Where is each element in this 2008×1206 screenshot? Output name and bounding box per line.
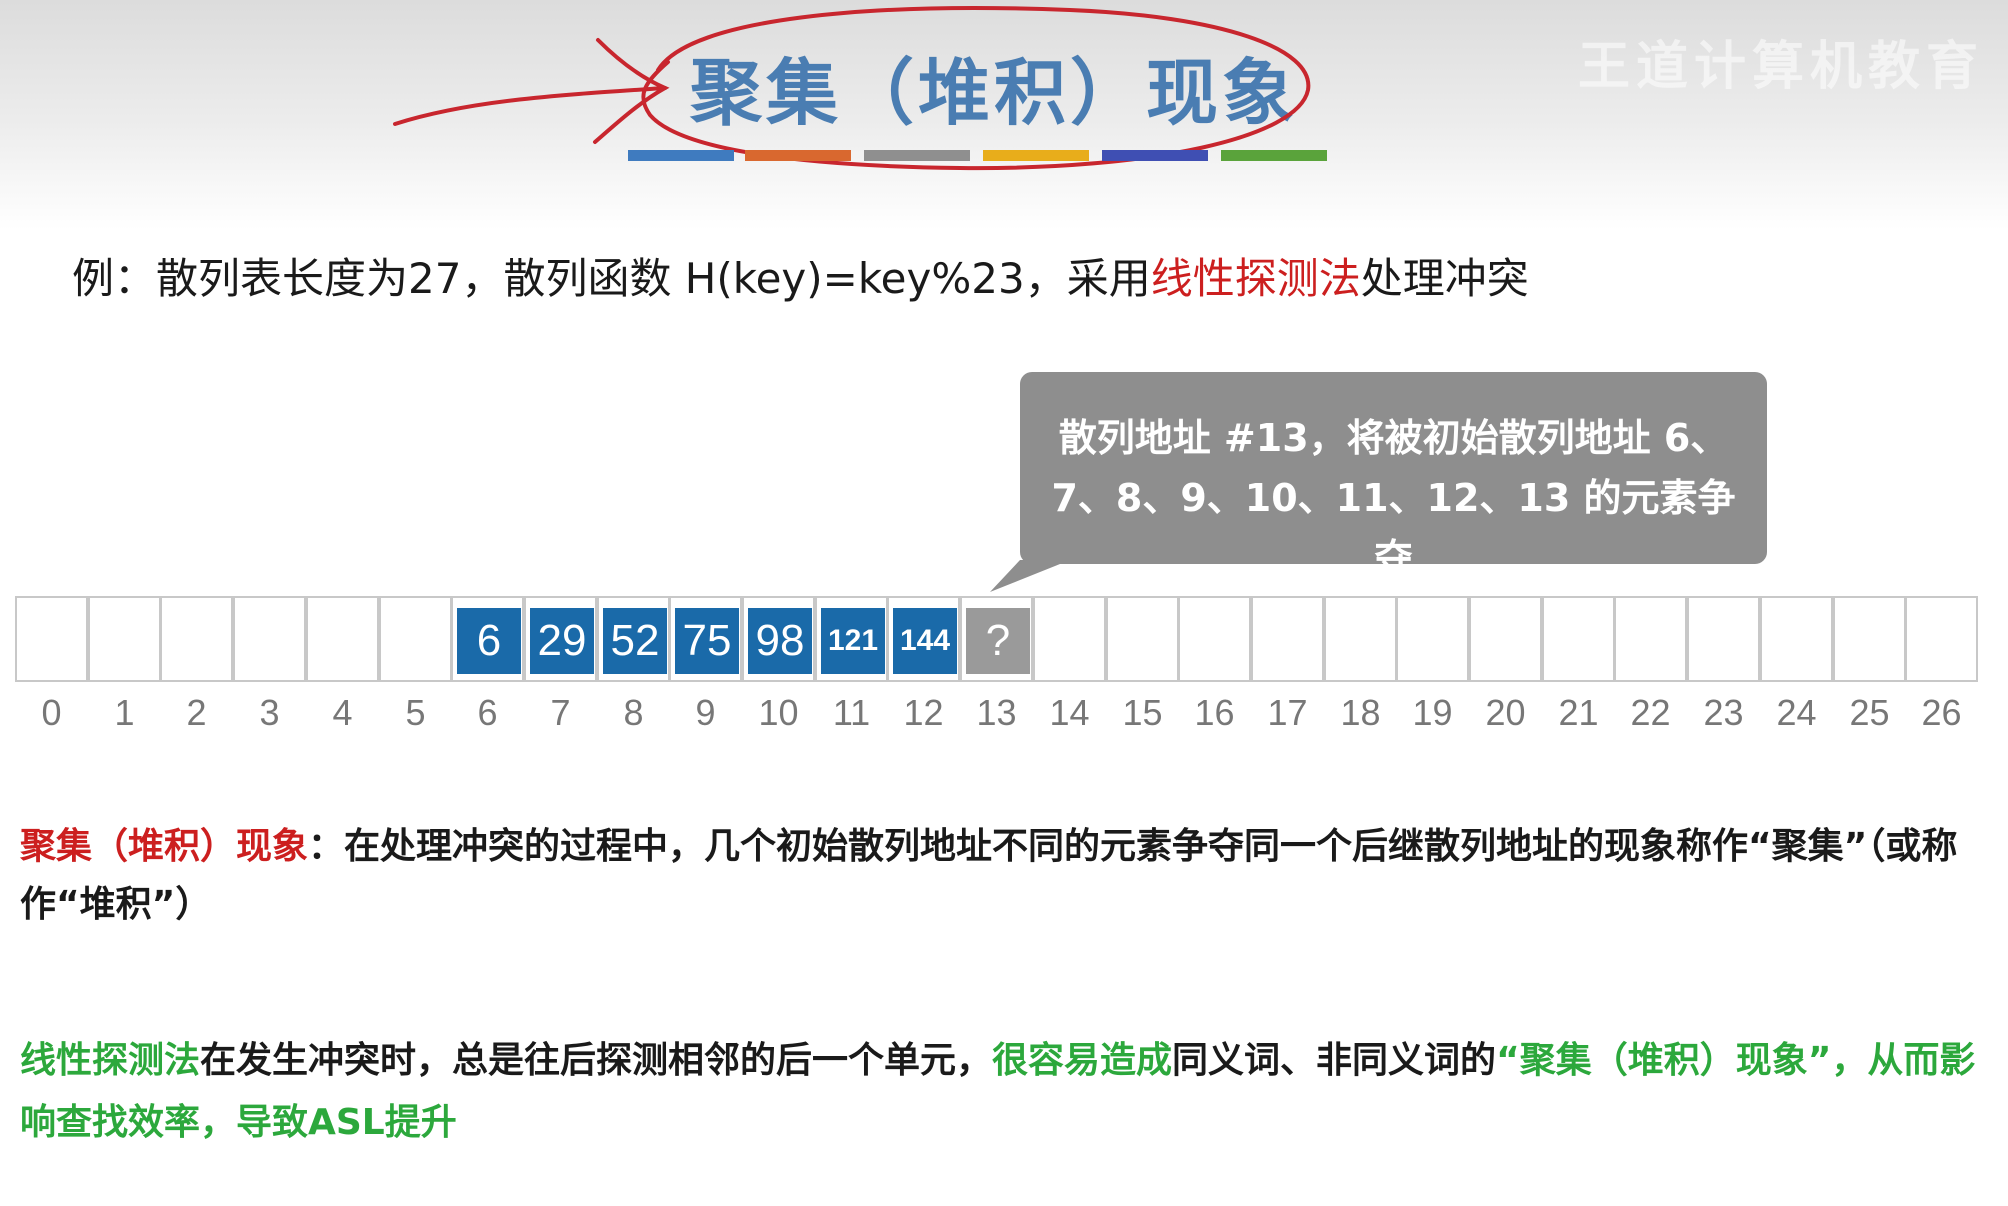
hash-cell-value: 98 xyxy=(748,608,812,674)
hash-cell xyxy=(1542,596,1615,682)
hash-index-label: 2 xyxy=(186,692,207,733)
definition-term: 聚集（堆积）现象 xyxy=(20,826,309,867)
hash-index-label: 13 xyxy=(976,692,1017,733)
callout-bubble: 散列地址 #13，将被初始散列地址 6、 7、8、9、10、11、12、13 的… xyxy=(1020,372,1767,580)
hash-cell xyxy=(1905,596,1978,682)
hash-index-label: 7 xyxy=(550,692,571,733)
hash-index-label: 14 xyxy=(1049,692,1090,733)
title-color-bar xyxy=(628,150,734,161)
hash-cell xyxy=(1833,596,1906,682)
hash-cell-value: 29 xyxy=(530,608,594,674)
hash-cell-value: 52 xyxy=(603,608,667,674)
hash-cell xyxy=(1614,596,1687,682)
hash-cell: 6 xyxy=(451,596,524,682)
hash-index-label: 5 xyxy=(405,692,426,733)
problem-prefix: 例：散列表长度为27，散列函数 H(key)=key%23，采用 xyxy=(72,254,1151,303)
hash-cell: 144 xyxy=(887,596,960,682)
hash-cell-value: 121 xyxy=(821,608,885,674)
hash-cell xyxy=(1324,596,1397,682)
problem-method: 线性探测法 xyxy=(1150,254,1361,303)
title-color-bar xyxy=(1221,150,1327,161)
hash-index-label: 15 xyxy=(1122,692,1163,733)
definition: 聚集（堆积）现象：在处理冲突的过程中，几个初始散列地址不同的元素争夺同一个后继散… xyxy=(20,818,1990,934)
hash-index-label: 25 xyxy=(1849,692,1890,733)
hash-cell: 98 xyxy=(742,596,815,682)
hash-index-label: 22 xyxy=(1630,692,1671,733)
hash-cell-value: 75 xyxy=(675,608,739,674)
hash-cell xyxy=(306,596,379,682)
slide-title: 聚集（堆积）现象 xyxy=(690,51,1299,135)
callout-line-2: 7、8、9、10、11、12、13 的元素争夺 xyxy=(1051,476,1736,580)
hash-index-label: 11 xyxy=(832,692,871,733)
hash-cell-value: 144 xyxy=(893,608,957,674)
note-emphasis-1: 很容易造成 xyxy=(992,1040,1173,1081)
hash-cell-value: 6 xyxy=(457,608,521,674)
note: 线性探测法在发生冲突时，总是往后探测相邻的后一个单元，很容易造成同义词、非同义词… xyxy=(20,1030,1990,1154)
hash-cell xyxy=(1469,596,1542,682)
hash-cell: 75 xyxy=(669,596,742,682)
hash-cell xyxy=(1251,596,1324,682)
hash-index-label: 6 xyxy=(477,692,498,733)
hash-cell xyxy=(1760,596,1833,682)
hash-cell-value: ? xyxy=(966,608,1030,674)
hash-index-label: 24 xyxy=(1776,692,1817,733)
hash-cell: ? xyxy=(960,596,1033,682)
hash-index-label: 8 xyxy=(623,692,644,733)
hash-cell: 121 xyxy=(815,596,888,682)
hash-index-label: 4 xyxy=(332,692,353,733)
problem-suffix: 处理冲突 xyxy=(1360,254,1529,303)
hash-cell xyxy=(233,596,306,682)
hash-cell xyxy=(1178,596,1251,682)
hash-cell xyxy=(1106,596,1179,682)
note-method: 线性探测法 xyxy=(20,1040,201,1081)
title-color-bar xyxy=(745,150,851,161)
hash-cell xyxy=(1396,596,1469,682)
hash-index-label: 18 xyxy=(1340,692,1381,733)
hash-cell xyxy=(1033,596,1106,682)
hash-index-label: 16 xyxy=(1194,692,1235,733)
hash-cell xyxy=(379,596,452,682)
hash-index-label: 19 xyxy=(1412,692,1453,733)
definition-text: ：在处理冲突的过程中，几个初始散列地址不同的元素争夺同一个后继散列地址的现象称作… xyxy=(20,826,1958,925)
title-color-bar xyxy=(864,150,970,161)
hash-index-label: 9 xyxy=(695,692,716,733)
hash-cell: 29 xyxy=(524,596,597,682)
hash-index-label: 23 xyxy=(1703,692,1744,733)
hash-cell xyxy=(1687,596,1760,682)
hash-index-label: 10 xyxy=(758,692,799,733)
hash-cell xyxy=(15,596,88,682)
hash-index-label: 12 xyxy=(903,692,944,733)
hash-index-label: 3 xyxy=(259,692,280,733)
hash-cell: 52 xyxy=(597,596,670,682)
hash-index-label: 0 xyxy=(41,692,62,733)
hash-index-label: 17 xyxy=(1267,692,1308,733)
note-emphasis-2: “聚集（堆积）现象”，从而影响查找效率，导致ASL提升 xyxy=(20,1040,1976,1143)
note-part-2: 同义词、非同义词的 xyxy=(1172,1040,1497,1081)
hash-index-label: 20 xyxy=(1485,692,1526,733)
hash-index-label: 21 xyxy=(1558,692,1599,733)
watermark: 王道计算机教育 xyxy=(1577,37,1984,97)
problem-statement: 例：散列表长度为27，散列函数 H(key)=key%23，采用线性探测法处理冲… xyxy=(72,245,1529,306)
note-part-1: 在发生冲突时，总是往后探测相邻的后一个单元， xyxy=(200,1040,993,1081)
title-color-bar xyxy=(983,150,1089,161)
callout-line-1: 散列地址 #13，将被初始散列地址 6、 xyxy=(1058,416,1729,460)
hash-index-label: 1 xyxy=(114,692,135,733)
callout-tail xyxy=(990,560,1070,592)
hash-cell xyxy=(160,596,233,682)
hash-cell xyxy=(88,596,161,682)
hash-index-label: 26 xyxy=(1921,692,1962,733)
title-color-bar xyxy=(1102,150,1208,161)
